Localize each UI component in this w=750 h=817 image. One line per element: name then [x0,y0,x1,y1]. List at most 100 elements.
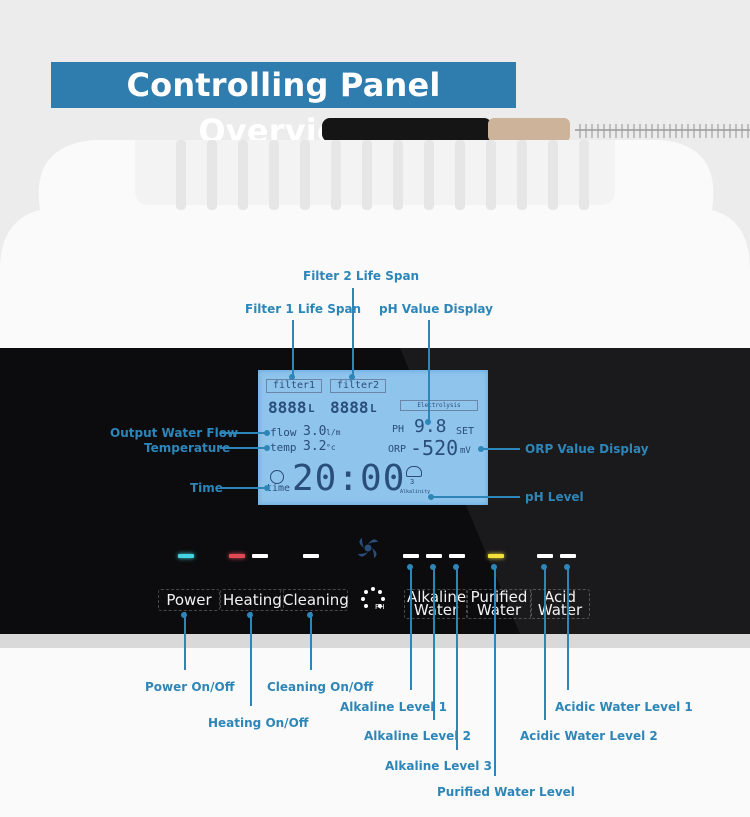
alkaline-level-1-indicator [403,554,419,558]
set-label: SET [456,426,475,437]
orp-label: ORP [388,444,407,455]
temp-label: temp [270,441,297,454]
acid-water-button[interactable]: Acid Water [530,589,590,619]
flow-value: 3.0 [303,424,327,439]
ph-button-label: PH [375,603,385,611]
purified-water-button[interactable]: Purified Water [466,589,532,619]
alkaline-water-button[interactable]: Alkaline Water [404,589,468,619]
filter2-unit: L [370,402,377,415]
orp-unit: mV [460,446,471,456]
cleaning-button[interactable]: Cleaning [280,589,349,611]
purified-line2: Water [476,601,522,619]
callout-dot [307,612,313,618]
flow-unit: l/m [326,428,341,437]
power-indicator [178,554,194,558]
ph-display-leader [428,320,430,422]
alkalinity-label: Alkalinity [400,489,431,495]
alk2-leader [433,566,435,720]
orp-display-label: ORP Value Display [525,442,649,456]
callout-dot [564,564,570,570]
time-callout-label: Time [190,481,223,495]
time-label: time [266,483,291,494]
acid1-label: Acidic Water Level 1 [555,700,693,714]
filter1-unit: L [308,402,315,415]
acid-level-2-indicator [560,554,576,558]
alk1-label: Alkaline Level 1 [340,700,447,714]
electrolysis-label: Electrolysis [400,400,478,411]
filter2-label: filter2 [330,379,386,393]
purified-leader [494,566,496,776]
filter1-leader [292,320,294,378]
alk3-label: Alkaline Level 3 [385,759,492,773]
acid-level-1-indicator [537,554,553,558]
callout-dot [478,446,484,452]
purified-label: Purified Water Level [437,785,575,799]
heating-leader [250,612,252,706]
filter1-label: filter1 [266,379,322,393]
cup-icon [406,466,422,477]
callout-dot [430,564,436,570]
flow-label: flow [270,426,297,439]
callout-dot [289,374,295,380]
acid2-label: Acidic Water Level 2 [520,729,658,743]
callout-dot [541,564,547,570]
orp-value: -520 [410,436,459,460]
ph-value: 9.8 [414,416,447,437]
heating-indicator [229,554,245,558]
acid2-leader [544,566,546,720]
cleaning-callout-label: Cleaning On/Off [267,680,374,694]
callout-dot [264,430,270,436]
flow-leader [220,432,266,434]
alkaline-level-3-indicator [449,554,465,558]
ph-button[interactable]: PH [360,586,386,612]
ph-label: PH [392,424,405,435]
callout-dot [181,612,187,618]
ph-level-leader [430,496,520,498]
power-button[interactable]: Power [158,589,220,611]
alk3-leader [456,566,458,750]
heating-button[interactable]: Heating [220,589,284,611]
callout-dot [264,485,270,491]
filter1-life-label: Filter 1 Life Span [245,302,362,316]
acid1-leader [567,566,569,690]
time-leader [222,487,266,489]
power-callout-label: Power On/Off [145,680,235,694]
cleaning-leader [310,612,312,670]
callout-dot [349,374,355,380]
temperature-label: Temperature [144,441,231,455]
filter2-life-label: Filter 2 Life Span [303,269,420,283]
cleaning-indicator [303,554,319,558]
callout-dot [491,564,497,570]
ph-level-label: pH Level [525,490,584,504]
clock-icon [270,470,284,484]
ph-dial-icon [361,587,385,608]
time-value: 20:00 [292,458,406,499]
alkaline-level-2-indicator [426,554,442,558]
ph-display-label: pH Value Display [379,302,493,316]
filter2-leader [352,288,354,378]
alkaline-line2: Water [413,601,459,619]
output-flow-label: Output Water Flow [110,426,239,440]
purified-indicator [488,554,504,558]
heating-indicator-2 [252,554,268,558]
alk2-label: Alkaline Level 2 [364,729,471,743]
heating-callout-label: Heating On/Off [208,716,309,730]
power-leader [184,612,186,670]
orp-leader [480,448,520,450]
callout-dot [264,445,270,451]
callout-dot [407,564,413,570]
temp-unit: °c [326,443,336,452]
alk1-leader [410,566,412,690]
filter2-value: 8888 [330,398,369,417]
alkalinity-level: 3 [410,478,415,486]
callout-dot [428,494,434,500]
temp-value: 3.2 [303,439,327,454]
purified-line1: Purified [470,588,528,606]
callout-dot [425,419,431,425]
filter1-value: 8888 [268,398,307,417]
temp-leader [220,447,266,449]
alkaline-line1: Alkaline [407,588,467,606]
callout-dot [247,612,253,618]
page-title: Controlling Panel Overview [51,62,516,150]
lcd-screen: filter1 filter2 8888 L 8888 L flow 3.0 l… [258,370,488,505]
